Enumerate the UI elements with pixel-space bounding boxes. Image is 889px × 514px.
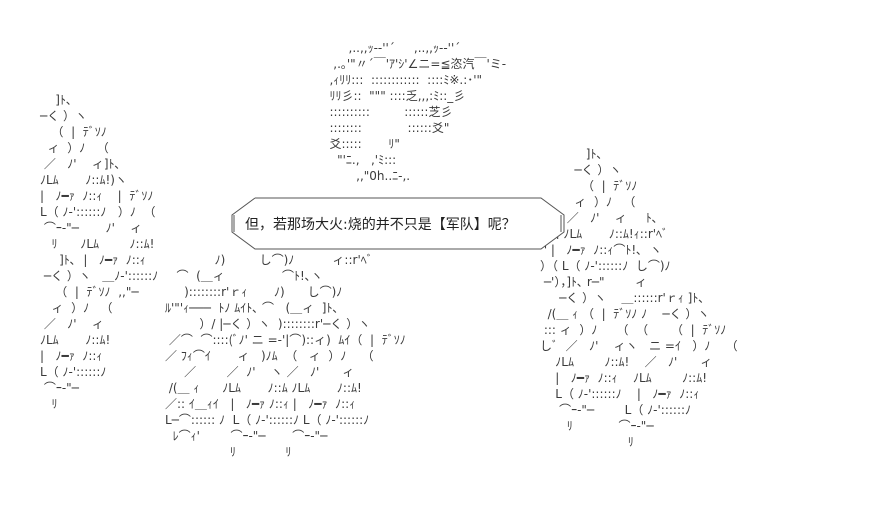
- ascii-art-line: ─く ）ヽ ＿::::::r'ｒｨ ]ﾄ､: [540, 291, 705, 305]
- ascii-art-line: | ﾉ━ｧ ﾉ::ｨ | ﾃﾞｿﾉ: [40, 189, 154, 203]
- ascii-art-line: /(＿ ｨ ﾉLﾑ ﾉ::ﾑ ﾉLﾑ ﾉ::ﾑ!: [165, 381, 362, 395]
- ascii-art-line: L（ ﾉ-'::::::ﾉ: [40, 365, 107, 379]
- ascii-art-line: ﾚ⌒ｨ' ⌒ｰ‐"─ ⌒ｰ‐"─: [165, 429, 328, 443]
- ascii-art-line: ﾙ'"'ｨ─── ﾄﾉ ﾑｲﾄ､ ⌒ (＿ィ ]ﾄ､: [165, 301, 339, 315]
- ascii-art-line: ﾘ: [540, 435, 634, 449]
- ascii-art-line: ─く ）ヽ ＿ﾉ-'::::::ﾉ: [40, 269, 159, 283]
- ascii-art-line: ／ ﾉ' ィ: [40, 317, 104, 331]
- ascii-art-line: /(＿ ｨ （ | ﾃﾞｿﾉ ﾉ ─く ）ヽ: [540, 307, 710, 321]
- ascii-art-line: L─⌒:::::: ﾉ L（ ﾉ-'::::::ﾉ L（ ﾉ-'::::::ﾉ: [165, 413, 370, 427]
- ascii-art-line: "'ﾆ., ,'ﾐ:::: [318, 153, 397, 167]
- ascii-art-line: ─く ）ヽ: [540, 163, 622, 177]
- ascii-art-line: ]ﾄ､: [540, 147, 603, 161]
- ascii-art-figures-left: ]ﾄ､ ─く ）ヽ （ | ﾃﾞｿﾉ ィ ）ﾉ （ ／ ﾉ' ィ]ﾄ､ ﾉLﾑ ﾉ:…: [40, 92, 158, 412]
- ascii-art-line: ﾘ ⌒ｰ‐"─: [540, 419, 654, 433]
- speech-bubble-text: 但，若那场大火:烧的并不只是【军队】呢？: [245, 217, 516, 233]
- ascii-art-line: 爻::::: ﾘ": [318, 137, 400, 151]
- ascii-art-line: ⌒ｰ‐"─ L（ ﾉ-'::::::ﾉ: [540, 403, 692, 417]
- speech-bubble: 但，若那场大火:烧的并不只是【军队】呢？: [231, 197, 565, 250]
- ascii-art-line: ﾉ) し⌒)ﾉ ィ::r'ﾍﾞ: [165, 253, 373, 267]
- ascii-art-line: ]ﾄ､: [40, 93, 72, 107]
- ascii-art-line: （ | ﾃﾞｿﾉ: [40, 125, 107, 139]
- ascii-art-line: ィ ）ﾉ （: [40, 141, 109, 155]
- ascii-art-line: ﾉLﾑ ﾉ::ﾑ!)ヽ: [40, 173, 127, 187]
- ascii-art-line: ﾘﾘ彡:: """ ::::乏,,,:ﾐ::_彡: [318, 89, 466, 103]
- ascii-art-line: ／ ﾉ' ィ]ﾄ､: [40, 157, 121, 171]
- ascii-art-line: ' | ﾉ━ｧ ﾉ::ｨ⌒ﾄ!､ ヽ: [540, 243, 662, 257]
- ascii-art-line: :::::::::: ::::::芝彡: [318, 105, 453, 119]
- ascii-art-line: ﾘ ﾘ: [165, 445, 292, 459]
- ascii-art-line: ⌒ｰ‐"─ ﾉ' ィ: [40, 221, 143, 235]
- ascii-art-line: ﾘ ﾉLﾑ ﾉ::ﾑ!: [40, 237, 155, 251]
- ascii-art-line: L（ ﾉ-'::::::ﾉ | ﾉ━ｧ ﾉ::ｨ: [540, 387, 700, 401]
- speech-bubble-outline-icon: [231, 197, 565, 250]
- ascii-art-line: ィﾉLﾑ ﾉ::ﾑ!ｨ::r'ﾍﾞ: [540, 227, 669, 241]
- ascii-art-line: ,.｡'"〃´￣'ｱ'ｼ'∠ニ=≦恣汽￣'ミ-: [318, 57, 507, 71]
- ascii-art-line: ／ ﾌｨ⌒ｲ ィ )ﾉﾑ （ ィ ）ﾉ （: [165, 349, 374, 363]
- ascii-art-line: ⌒ (＿ィ ⌒ﾄ!､ヽ: [165, 269, 323, 283]
- ascii-art-figures-center: ﾉ) し⌒)ﾉ ィ::r'ﾍﾞ ⌒ (＿ィ ⌒ﾄ!､ヽ )::::::::r'ｒ…: [165, 252, 406, 460]
- ascii-art-line: ﾘ: [40, 397, 58, 411]
- ascii-art-line: ]ﾄ､ | ﾉ━ｧ ﾉ::ｨ: [40, 253, 146, 267]
- ascii-art-line: ィ ）ﾉ （: [40, 301, 113, 315]
- ascii-art-line: ィ ）ﾉ （: [540, 195, 636, 209]
- ascii-art-line: ﾉLﾑ ﾉ::ﾑ!: [40, 333, 111, 347]
- ascii-art-line: ／ ﾉ' ィ ﾄ､: [540, 211, 658, 225]
- ascii-art-line: ,ｨﾘﾘ::: :::::::::::: ::::ﾐ※.:･'": [318, 73, 483, 87]
- ascii-art-line: ／⌒ ⌒::::(ﾞﾉ' ニ =-'|⌒)::ィ) ﾑｲ（ | ﾃﾞｿﾉ: [165, 333, 406, 347]
- ascii-art-line: ⌒ｰ‐"─: [40, 381, 79, 395]
- ascii-art-line: しﾞ ／ ﾉ' ィヽ ニ =ｲ ）ﾉ （: [540, 339, 738, 353]
- ascii-art-line: | ﾉ━ｧ ﾉ::ｨ ﾉLﾑ ﾉ::ﾑ!: [540, 371, 708, 385]
- ascii-art-line: | ﾉ━ｧ ﾉ::ｨ: [40, 349, 103, 363]
- ascii-art-line: )::::::::r'ｒｨ ﾉ) し⌒)ﾉ: [165, 285, 343, 299]
- ascii-art-line: ,..,,ｯ-‐''´ ,..,,ｯ-‐''´: [318, 41, 461, 55]
- ascii-art-line: ::: ィ ）ﾉ （ （ （ | ﾃﾞｿﾉ: [540, 323, 727, 337]
- ascii-art-line: L（ ﾉ-'::::::ﾉ ）ﾉ （: [40, 205, 156, 219]
- ascii-art-line: ／ ／ ﾉ' ヽ ／ ﾉ' ィ: [165, 365, 355, 379]
- ascii-art-line: ）（ L（ ﾉ-'::::::ﾉ し⌒)ﾉ: [540, 259, 671, 273]
- ascii-art-line: ）/ |─く ）ヽ )::::::::r'─く ）ヽ: [165, 317, 371, 331]
- ascii-art-line: （ | ﾃﾞｿﾉ ,,"─: [40, 285, 139, 299]
- ascii-art-figures-right: ]ﾄ､ ─く ）ヽ （ | ﾃﾞｿﾉ ィ ）ﾉ （ ／ ﾉ' ィ ﾄ､ ィﾉLﾑ…: [540, 146, 738, 450]
- ascii-art-line: ─'），]ﾄ､ r─" ィ: [540, 275, 648, 289]
- ascii-art-head: ,..,,ｯ-‐''´ ,..,,ｯ-‐''´ ,.｡'"〃´￣'ｱ'ｼ'∠ニ=…: [318, 40, 506, 184]
- ascii-art-line: ─く ）ヽ: [40, 109, 88, 123]
- ascii-art-line: :::::::: ::::::爻": [318, 121, 450, 135]
- ascii-art-line: （ | ﾃﾞｿﾉ: [540, 179, 638, 193]
- ascii-art-line: ／:: ｲ＿ｨｲ | ﾉ━ｧ ﾉ::ｨ | ﾉ━ｧ ﾉ::ｨ: [165, 397, 356, 411]
- ascii-art-line: ,,"0h..ﾆ-,.: [318, 169, 411, 183]
- ascii-art-line: ﾉLﾑ ﾉ::ﾑ! ／ ﾉ' ィ: [540, 355, 713, 369]
